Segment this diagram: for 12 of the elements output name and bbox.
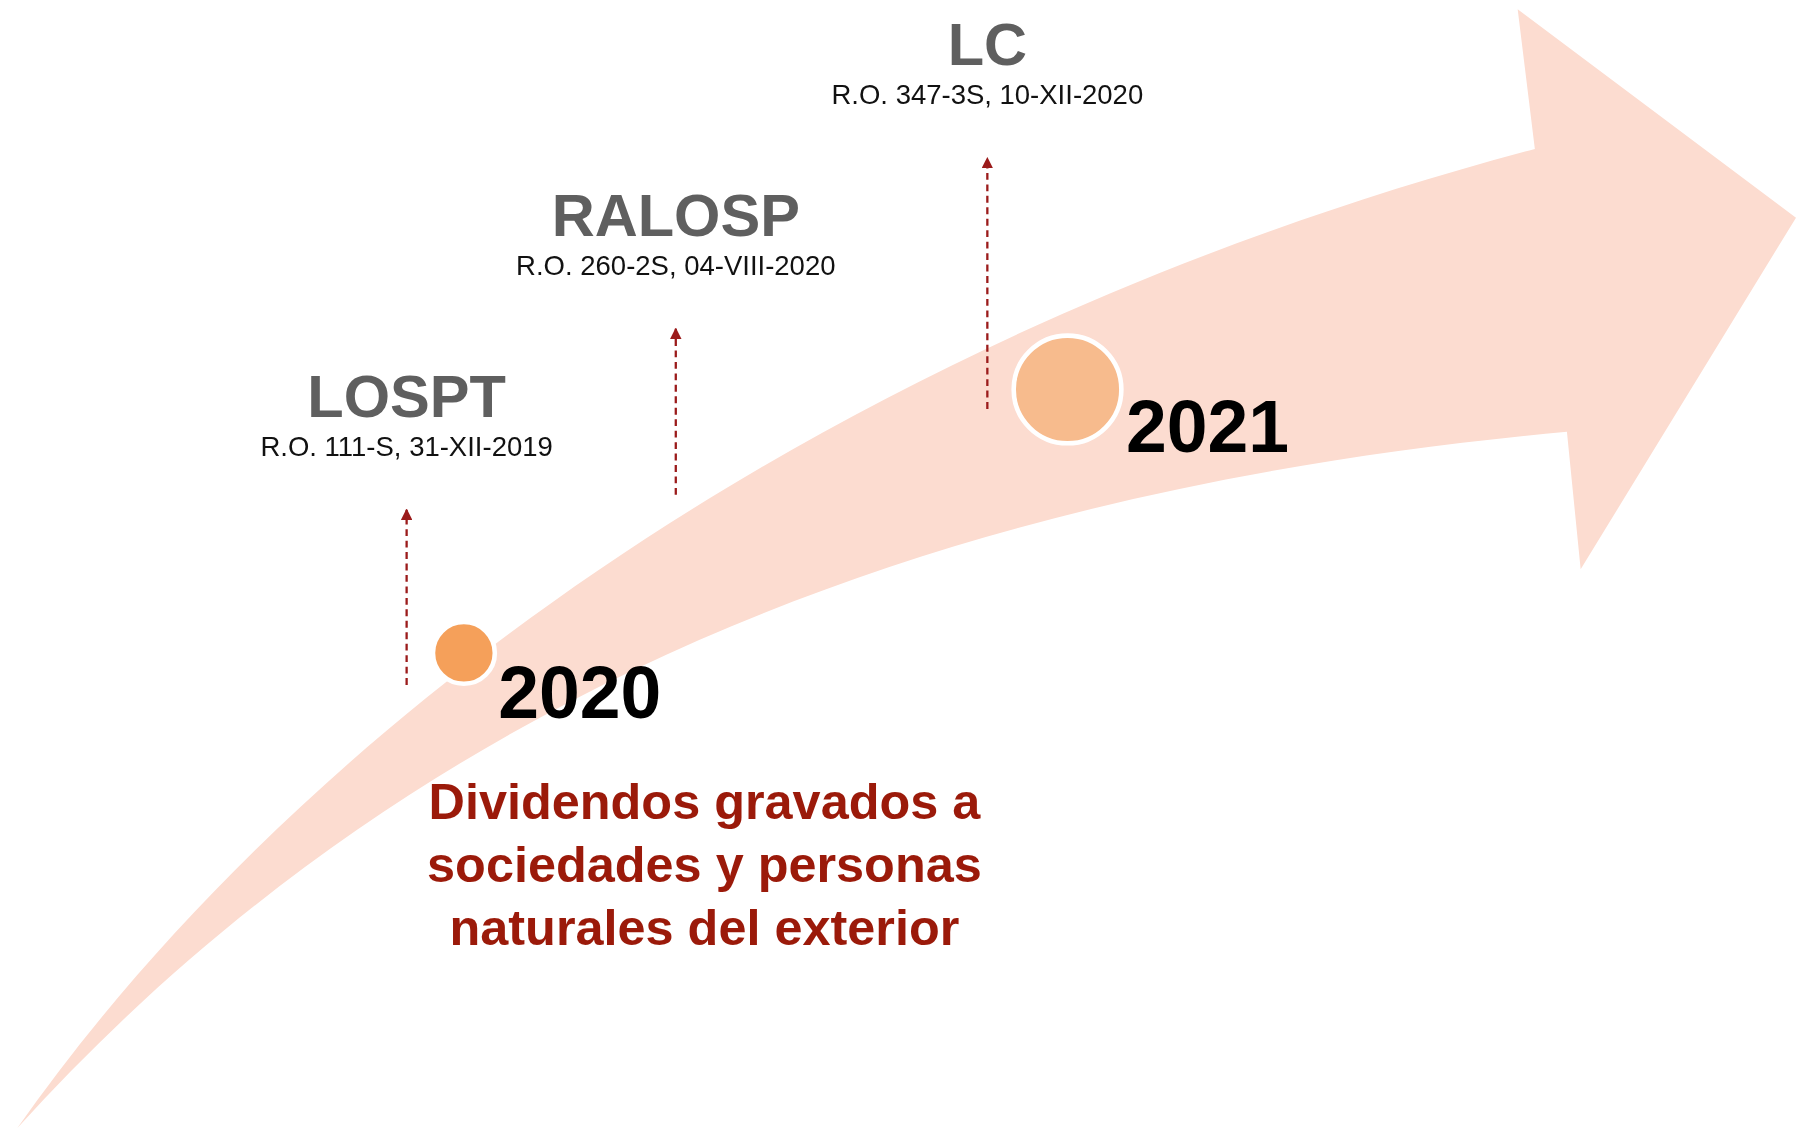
law-acronym: RALOSP — [551, 182, 800, 249]
year-label: 2020 — [498, 652, 662, 734]
gazette-reference: R.O. 347-3S, 10-XII-2020 — [831, 78, 1144, 112]
dashed-arrow — [400, 508, 413, 685]
note-text: Dividendos gravados a sociedades y personas naturales del exterior — [426, 772, 983, 958]
year-label: 2021 — [1125, 387, 1289, 468]
dashed-arrow — [670, 327, 682, 495]
law-acronym: LOSPT — [307, 363, 506, 430]
gazette-reference: R.O. 111-S, 31-XII-2019 — [260, 429, 553, 464]
law-acronym: LC — [947, 11, 1028, 78]
dashed-arrow — [981, 156, 994, 409]
gazette-reference: R.O. 260-2S, 04-VIII-2020 — [516, 248, 836, 283]
